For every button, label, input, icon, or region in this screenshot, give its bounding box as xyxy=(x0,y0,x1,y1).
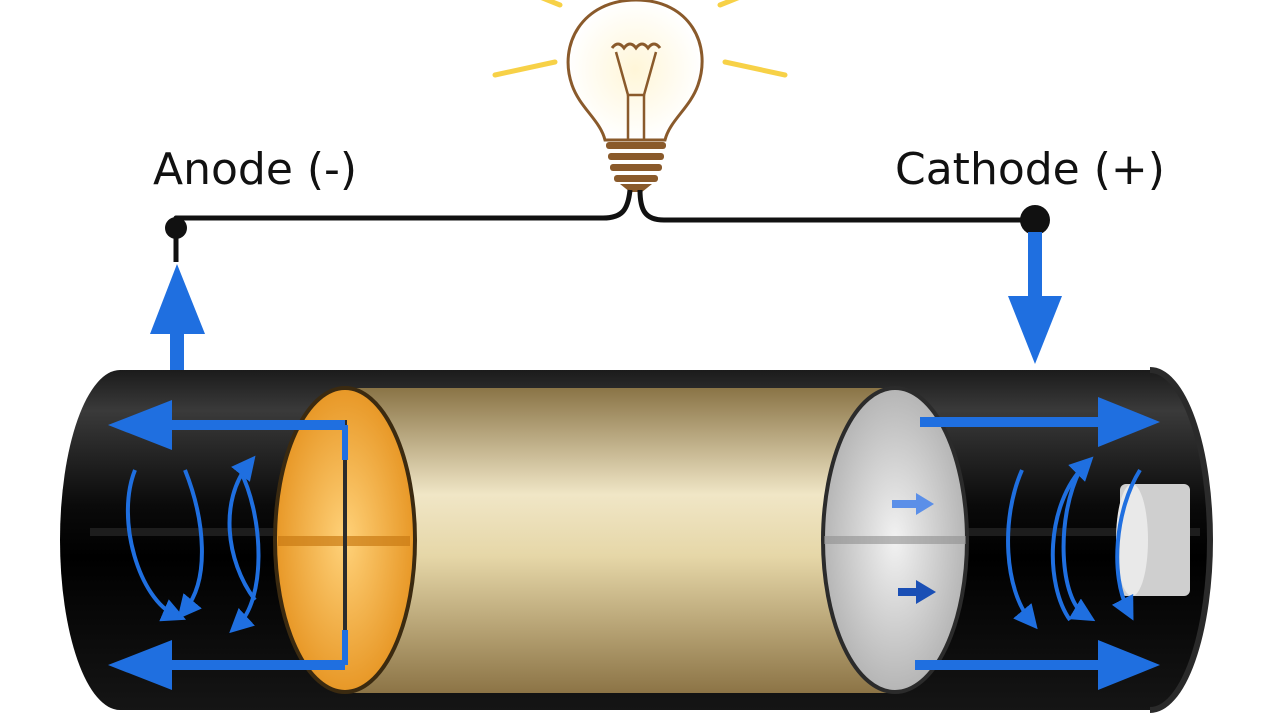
bulb-base xyxy=(606,142,666,192)
circuit-wire xyxy=(173,189,1035,228)
anode-swirl-arrows xyxy=(125,455,261,634)
battery-cell xyxy=(60,367,1213,713)
cathode-electron-arrow-down xyxy=(1008,232,1062,364)
anode-electron-arrow-up xyxy=(150,264,205,370)
cathode-terminal-dot xyxy=(1020,205,1050,235)
anode-label: Anode (-) xyxy=(153,144,358,195)
cathode-ion-arrows xyxy=(892,493,936,604)
anode-internal-arrows xyxy=(108,400,348,690)
light-bulb-icon xyxy=(492,0,788,192)
cathode-internal-arrows xyxy=(915,397,1160,690)
cathode-label: Cathode (+) xyxy=(895,144,1165,195)
bulb-glow-rays xyxy=(492,0,788,78)
electrolyte xyxy=(340,388,900,693)
cathode-swirl-arrows xyxy=(1006,456,1142,630)
